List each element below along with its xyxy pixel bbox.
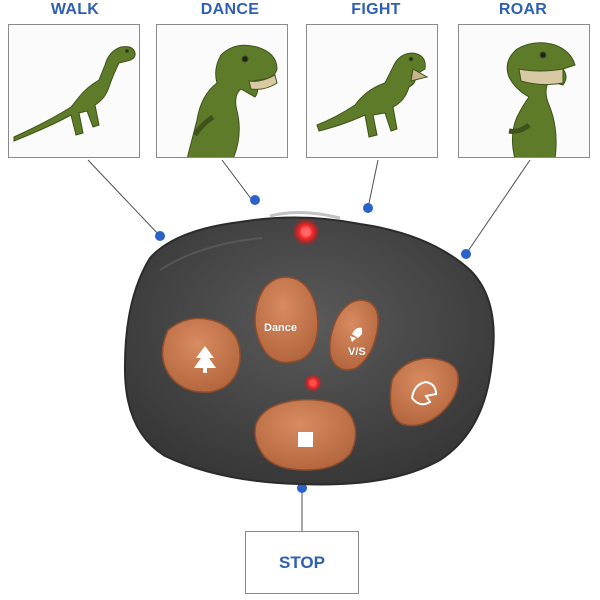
dance-image-panel — [156, 24, 288, 158]
fight-button-label: V/S — [348, 346, 366, 358]
fighting-dinosaur-image — [316, 52, 429, 138]
dance-button-label: Dance — [264, 322, 298, 334]
fight-label: FIGHT — [351, 1, 401, 18]
dance-label: DANCE — [200, 1, 260, 18]
walk-button[interactable] — [161, 317, 241, 393]
roar-leader-dot — [461, 249, 471, 259]
roar-image-panel — [458, 24, 590, 158]
walk-leader-dot — [155, 231, 165, 241]
stop-leader-dot — [297, 483, 307, 493]
walk-label: WALK — [50, 1, 100, 18]
top-led — [292, 218, 320, 246]
dance-leader-line — [221, 159, 253, 201]
walk-image-panel — [8, 24, 140, 158]
fight-image-panel — [306, 24, 438, 158]
tree-icon — [194, 346, 216, 373]
square-icon — [298, 432, 313, 447]
dinosaur-icon — [350, 327, 362, 342]
stop-label: STOP — [279, 552, 325, 572]
dance-leader-dot — [250, 195, 260, 205]
stop-button[interactable] — [254, 398, 357, 471]
fight-leader-line — [367, 159, 379, 209]
fight-leader-dot — [363, 203, 373, 213]
roar-leader-line — [465, 159, 531, 255]
walking-dinosaur-image — [13, 46, 136, 142]
walk-leader-line — [87, 159, 161, 237]
center-led — [304, 374, 322, 392]
roaring-dinosaur-image — [506, 42, 576, 157]
stop-callout-box: STOP — [245, 531, 359, 594]
dancing-dinosaur-image — [186, 44, 278, 157]
roar-label: ROAR — [498, 1, 548, 18]
fight-button[interactable] — [329, 299, 379, 371]
dinosaur-head-icon — [410, 380, 438, 406]
roar-button[interactable] — [389, 357, 459, 427]
dance-button[interactable] — [254, 276, 319, 364]
